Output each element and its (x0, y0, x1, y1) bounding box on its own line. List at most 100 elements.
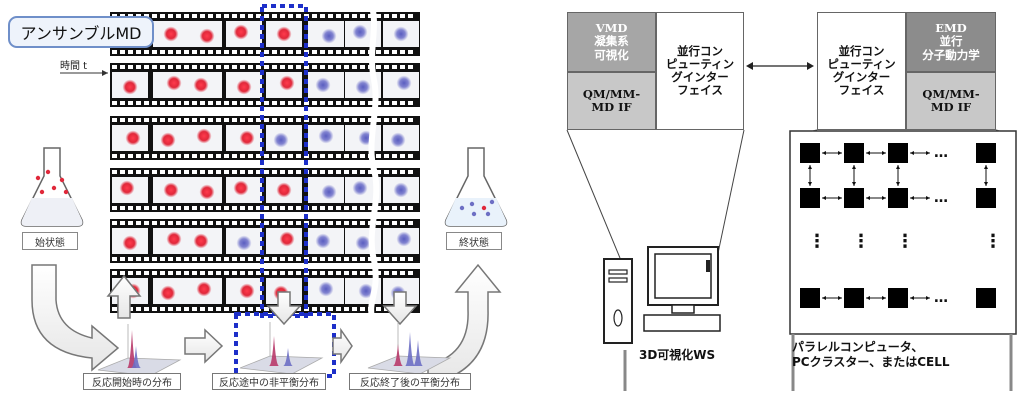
sprocket-hole (392, 271, 397, 275)
sprocket-hole (312, 271, 317, 275)
sprocket-hole (272, 50, 277, 54)
sprocket-hole (368, 101, 373, 105)
sprocket-hole (392, 101, 397, 105)
sprocket-hole (392, 118, 397, 122)
sprocket-hole (344, 206, 349, 210)
link-arrowhead (852, 165, 856, 169)
red-particle (233, 180, 249, 196)
red-particle (239, 130, 255, 146)
sprocket-hole (256, 101, 261, 105)
curved-arrow-start (31, 264, 120, 372)
sprocket-hole (152, 170, 157, 174)
plot-peak (393, 344, 403, 366)
blue-particle (393, 182, 409, 198)
link-arrow-head-left (746, 62, 753, 70)
sprocket-hole (136, 101, 141, 105)
sprocket-hole (240, 50, 245, 54)
sprocket-hole (384, 14, 389, 18)
sprocket-hole (208, 206, 213, 210)
sprocket-hole (216, 65, 221, 69)
sprocket-hole (336, 101, 341, 105)
blue-particle (321, 28, 337, 44)
blue-particle (315, 77, 331, 93)
sprocket-hole (160, 206, 165, 210)
sprocket-hole (368, 14, 373, 18)
sprocket-hole (200, 170, 205, 174)
sprocket-hole (408, 271, 413, 275)
compute-node (844, 188, 864, 208)
sprocket-hole (288, 271, 293, 275)
sprocket-hole (376, 14, 381, 18)
sprocket-hole (128, 50, 133, 54)
sprocket-hole (320, 154, 325, 158)
sprocket-hole (296, 65, 301, 69)
sprocket-hole (224, 206, 229, 210)
sprocket-hole (248, 170, 253, 174)
sprocket-hole (360, 271, 365, 275)
sprocket-hole (264, 118, 269, 122)
sprocket-hole (176, 118, 181, 122)
ensemble-md-label: アンサンブルMD (8, 16, 154, 48)
sprocket-hole (296, 206, 301, 210)
sprocket-hole (376, 206, 381, 210)
sprocket-hole (336, 307, 341, 311)
sprocket-hole (352, 170, 357, 174)
time-skip-break (368, 5, 380, 319)
sprocket-hole (264, 50, 269, 54)
initial-state-label: 始状態 (22, 232, 78, 250)
sprocket-hole (328, 154, 333, 158)
sprocket-hole (344, 101, 349, 105)
sprocket-hole (200, 257, 205, 261)
sprocket-hole (272, 101, 277, 105)
sprocket-hole (168, 271, 173, 275)
sprocket-hole (168, 257, 173, 261)
blue-particle (273, 132, 289, 148)
link-arrowhead (910, 196, 914, 200)
sprocket-hole (400, 221, 405, 225)
sprocket-hole (400, 206, 405, 210)
sprocket-hole (160, 14, 165, 18)
sprocket-hole (312, 65, 317, 69)
sprocket-hole (320, 14, 325, 18)
sprocket-hole (336, 65, 341, 69)
link-arrowhead (866, 151, 870, 155)
sprocket-hole (184, 257, 189, 261)
link-arrowhead (882, 296, 886, 300)
sprocket-hole (280, 101, 285, 105)
sprocket-hole (280, 221, 285, 225)
time-arrow-head (102, 70, 108, 76)
sprocket-hole (312, 170, 317, 174)
ws-caption: 3D可視化WS (639, 348, 716, 362)
sprocket-hole (256, 206, 261, 210)
sprocket-hole (272, 170, 277, 174)
sprocket-hole (408, 50, 413, 54)
red-particle (276, 182, 292, 198)
horizontal-ellipsis: … (934, 190, 948, 206)
sprocket-hole (232, 221, 237, 225)
sprocket-hole (176, 101, 181, 105)
keyboard (643, 314, 721, 332)
sprocket-hole (264, 65, 269, 69)
sprocket-hole (256, 271, 261, 275)
sprocket-hole (168, 154, 173, 158)
sprocket-hole (336, 221, 341, 225)
sprocket-hole (296, 257, 301, 261)
vertical-ellipsis: ⋮ (852, 231, 870, 252)
sprocket-hole (184, 154, 189, 158)
sprocket-hole (296, 307, 301, 311)
sprocket-hole (240, 206, 245, 210)
sprocket-hole (184, 307, 189, 311)
blue-particle (396, 75, 412, 91)
sprocket-hole (176, 50, 181, 54)
sprocket-hole (328, 50, 333, 54)
sprocket-hole (320, 65, 325, 69)
sprocket-hole (344, 257, 349, 261)
sprocket-hole (184, 118, 189, 122)
sprocket-hole (384, 50, 389, 54)
qmmm-md-if-module: QM/MM- MD IF (567, 72, 656, 130)
compute-node (800, 288, 820, 308)
sprocket-hole (392, 50, 397, 54)
sprocket-hole (128, 101, 133, 105)
cluster-caption-line1: パラレルコンピュータ、 (792, 340, 924, 354)
blue-particle (390, 132, 406, 148)
